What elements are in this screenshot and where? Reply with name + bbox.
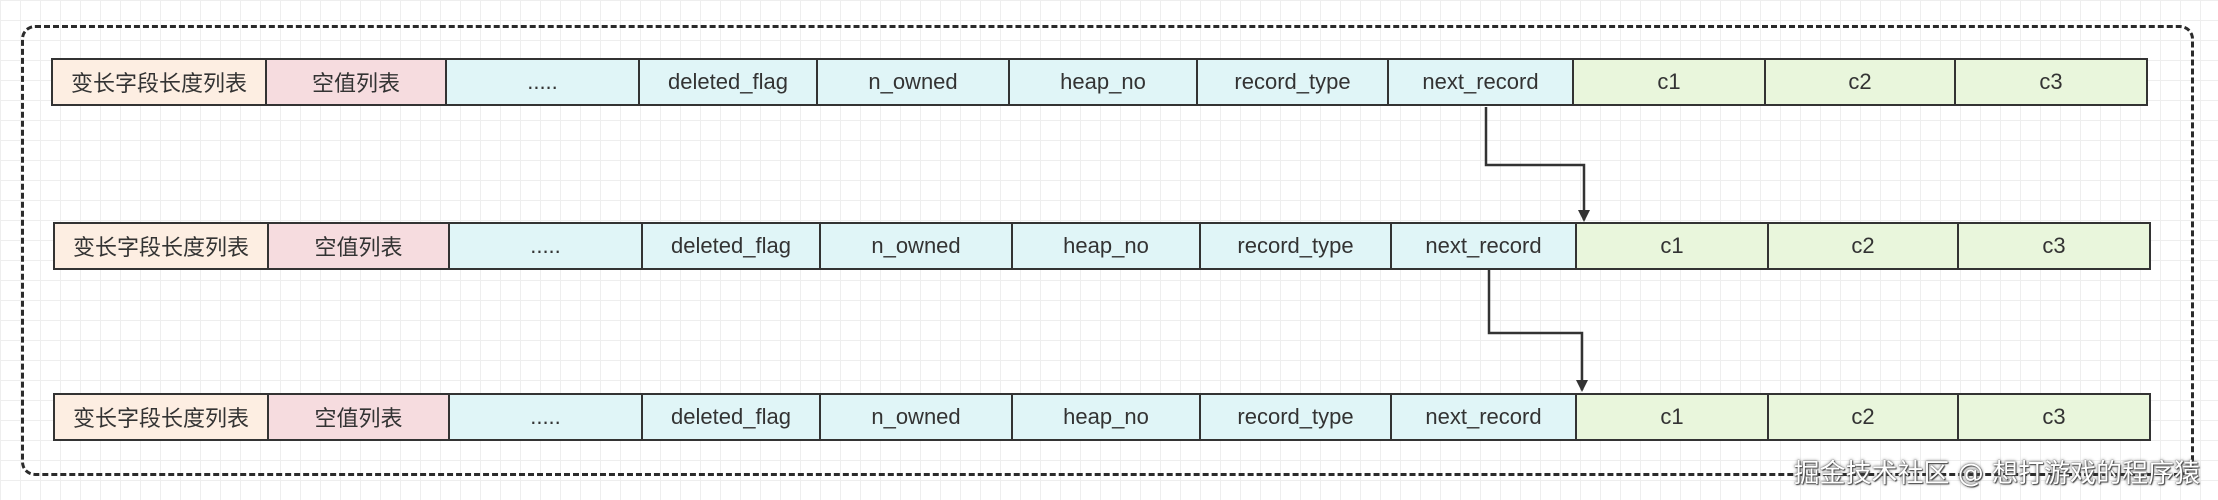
ellipsis-cell: ..... <box>448 393 643 441</box>
record-type-cell: record_type <box>1199 393 1392 441</box>
c2-cell: c2 <box>1764 58 1956 106</box>
ellipsis-cell: ..... <box>445 58 640 106</box>
record-group-frame <box>21 25 2194 476</box>
c2-cell: c2 <box>1767 393 1959 441</box>
next-record-cell: next_record <box>1390 393 1577 441</box>
null-list-cell: 空值列表 <box>267 393 450 441</box>
c1-cell: c1 <box>1575 222 1769 270</box>
variable-length-list-cell: 变长字段长度列表 <box>53 393 269 441</box>
next-record-arrow-1 <box>1484 107 1590 222</box>
heap-no-cell: heap_no <box>1011 393 1201 441</box>
n-owned-cell: n_owned <box>819 222 1013 270</box>
heap-no-cell: heap_no <box>1011 222 1201 270</box>
deleted-flag-cell: deleted_flag <box>641 393 821 441</box>
n-owned-cell: n_owned <box>816 58 1010 106</box>
next-record-cell: next_record <box>1387 58 1574 106</box>
ellipsis-cell: ..... <box>448 222 643 270</box>
null-list-cell: 空值列表 <box>265 58 447 106</box>
deleted-flag-cell: deleted_flag <box>638 58 818 106</box>
c3-cell: c3 <box>1957 222 2151 270</box>
record-type-cell: record_type <box>1196 58 1389 106</box>
c3-cell: c3 <box>1954 58 2148 106</box>
variable-length-list-cell: 变长字段长度列表 <box>51 58 267 106</box>
next-record-arrow-2 <box>1487 270 1588 392</box>
next-record-cell: next_record <box>1390 222 1577 270</box>
record-type-cell: record_type <box>1199 222 1392 270</box>
c1-cell: c1 <box>1572 58 1766 106</box>
deleted-flag-cell: deleted_flag <box>641 222 821 270</box>
variable-length-list-cell: 变长字段长度列表 <box>53 222 269 270</box>
watermark-text: 掘金技术社区 @ 想打游戏的程序猿 <box>1793 459 2200 489</box>
c2-cell: c2 <box>1767 222 1959 270</box>
c3-cell: c3 <box>1957 393 2151 441</box>
null-list-cell: 空值列表 <box>267 222 450 270</box>
heap-no-cell: heap_no <box>1008 58 1198 106</box>
